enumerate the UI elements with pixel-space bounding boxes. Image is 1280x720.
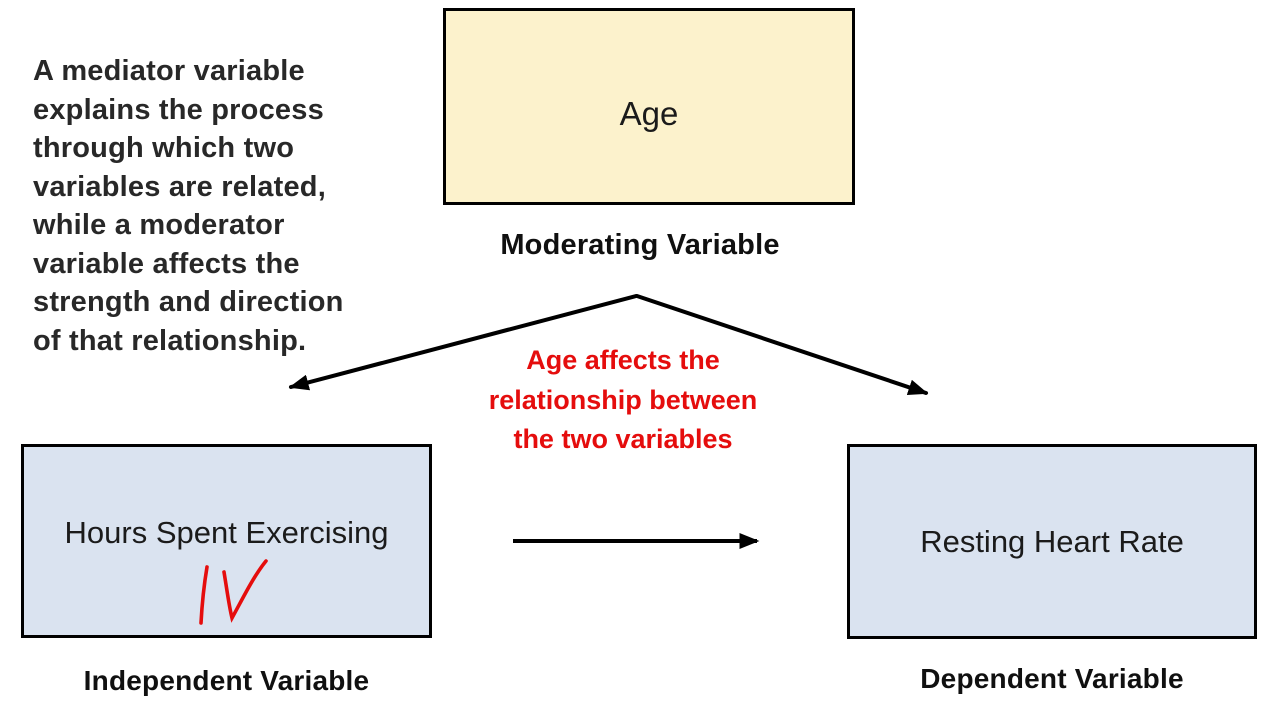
definition-line: variable affects the bbox=[33, 247, 300, 280]
dependent-variable-caption: Dependent Variable bbox=[920, 663, 1184, 694]
definition-line: through which two bbox=[33, 132, 295, 164]
definition-line: A mediator variable bbox=[33, 55, 305, 87]
definition-line: strength and direction bbox=[33, 286, 344, 318]
mediator-vs-moderator-definition: A mediator variable explains the process… bbox=[33, 52, 403, 360]
moderation-note-line: relationship between bbox=[488, 384, 758, 415]
dependent-variable-box: Resting Heart Rate bbox=[847, 444, 1257, 639]
independent-variable-box: Hours Spent Exercising bbox=[21, 444, 432, 638]
definition-line: of that relationship. bbox=[33, 324, 307, 357]
definition-line: explains the process bbox=[33, 93, 324, 126]
moderation-note-line: Age affects the bbox=[526, 345, 720, 375]
independent-variable-box-label: Hours Spent Exercising bbox=[64, 515, 389, 550]
moderating-variable-caption: Moderating Variable bbox=[500, 229, 780, 261]
moderating-variable-box: Age bbox=[443, 8, 855, 205]
dependent-variable-box-label: Resting Heart Rate bbox=[920, 523, 1184, 559]
definition-line: while a moderator bbox=[33, 209, 285, 241]
moderating-variable-box-label: Age bbox=[619, 94, 679, 132]
moderation-note-line: the two variables bbox=[513, 424, 733, 454]
moderation-note: Age affects the relationship between the… bbox=[450, 341, 796, 460]
definition-line: variables are related, bbox=[33, 170, 326, 203]
independent-variable-caption: Independent Variable bbox=[83, 665, 370, 696]
